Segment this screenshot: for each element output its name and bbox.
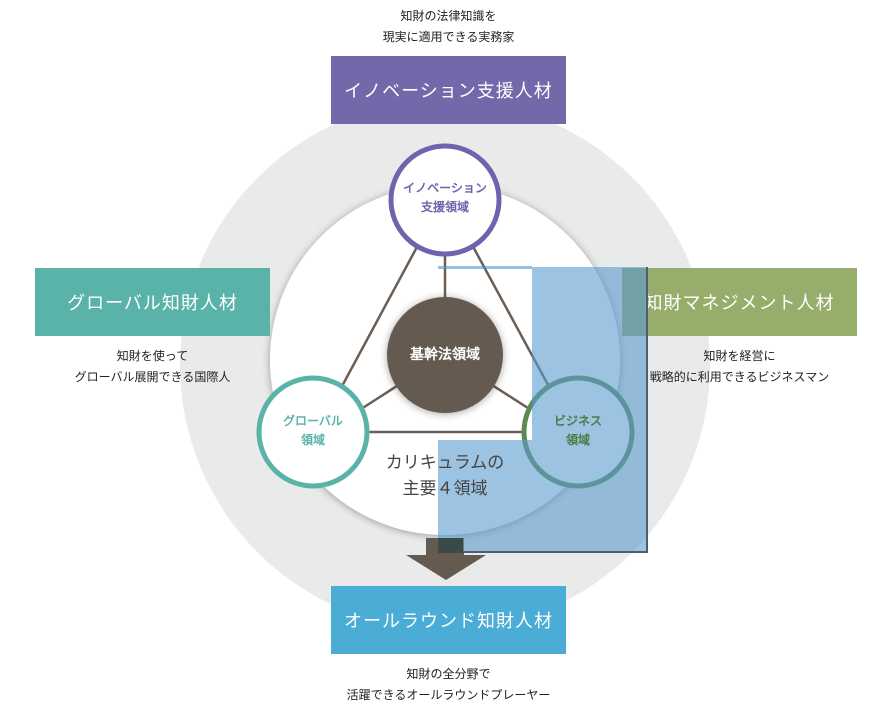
arrow-down-icon [406, 555, 486, 580]
selection-overlay-handle[interactable] [438, 538, 463, 553]
selection-overlay-right[interactable] [532, 267, 648, 440]
global-caption: 知財を使ってグローバル展開できる国際人 [74, 349, 231, 384]
innovation-talent-box: イノベーション支援人材 [331, 56, 566, 124]
management-caption: 知財を経営に戦略的に利用できるビジネスマン [649, 349, 830, 384]
global-node-label: グローバル領域 [283, 414, 343, 447]
allround-caption: 知財の全分野で活躍できるオールラウンドプレーヤー [346, 667, 551, 702]
business-node-label: ビジネス領域 [553, 414, 602, 447]
global-talent-box: グローバル知財人材 [35, 268, 270, 336]
innovation-node [388, 143, 502, 257]
core-label: 基幹法領域 [410, 347, 480, 363]
innovation-node-label: イノベーション支援領域 [403, 181, 487, 214]
selection-overlay-bottom[interactable] [438, 440, 648, 553]
global-node [256, 375, 370, 489]
selection-overlay-top-line [438, 266, 532, 269]
curriculum-subtitle: カリキュラムの主要４領域 [385, 453, 505, 499]
top-caption: 知財の法律知識を現実に適用できる実務家 [382, 9, 515, 44]
core-circle [387, 297, 503, 413]
management-talent-box: 知財マネジメント人材 [622, 268, 857, 336]
allround-talent-box: オールラウンド知財人材 [331, 586, 566, 654]
